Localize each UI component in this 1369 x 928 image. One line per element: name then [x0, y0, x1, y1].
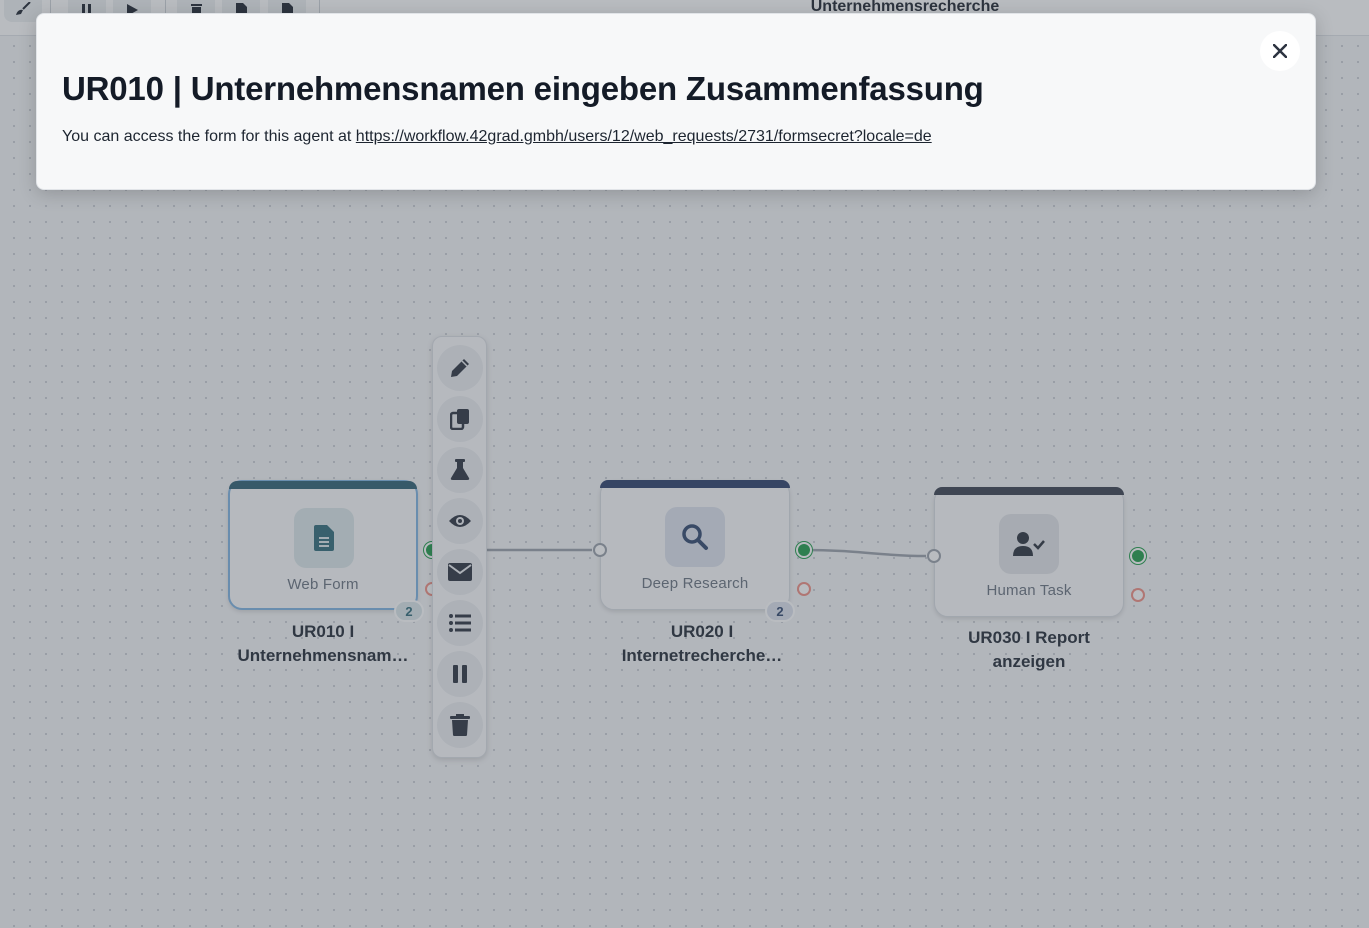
- node-label-line: Unternehmensnam…: [237, 646, 409, 665]
- toolbar-divider: [165, 0, 166, 16]
- pause-icon[interactable]: [437, 651, 483, 697]
- close-button[interactable]: [1260, 31, 1300, 71]
- form-link[interactable]: https://workflow.42grad.gmbh/users/12/we…: [355, 128, 932, 145]
- node-label-line: UR020 I: [670, 622, 734, 641]
- node-badge: 2: [394, 600, 424, 622]
- success-port[interactable]: [1130, 548, 1146, 564]
- node-ur030[interactable]: Human Task: [934, 487, 1124, 617]
- node-label-line: UR030 I Report: [968, 628, 1090, 647]
- error-port[interactable]: [797, 582, 811, 596]
- eye-icon[interactable]: [437, 498, 483, 544]
- node-badge: 2: [765, 600, 795, 622]
- error-port[interactable]: [1131, 588, 1145, 602]
- summary-modal: UR010 | Unternehmensnamen eingeben Zusam…: [36, 13, 1316, 190]
- edge-ur020-ur030: [803, 548, 927, 558]
- node-action-bar: [432, 336, 487, 758]
- user-check-icon: [999, 514, 1059, 574]
- node-accent-bar: [934, 487, 1124, 495]
- node-accent-bar: [600, 480, 790, 488]
- toolbar-divider: [319, 0, 320, 16]
- node-kind: Web Form: [287, 576, 359, 593]
- list-icon[interactable]: [437, 600, 483, 646]
- input-port[interactable]: [927, 549, 941, 563]
- node-kind: Human Task: [986, 582, 1072, 599]
- envelope-icon[interactable]: [437, 549, 483, 595]
- node-label-line: Internetrecherche…: [621, 646, 783, 665]
- pencil-icon[interactable]: [437, 345, 483, 391]
- modal-text: You can access the form for this agent a…: [62, 128, 932, 146]
- magnifier-icon: [665, 507, 725, 567]
- modal-text-prefix: You can access the form for this agent a…: [62, 128, 356, 145]
- node-label-line: UR010 I: [291, 622, 355, 641]
- input-port[interactable]: [593, 543, 607, 557]
- trash-icon[interactable]: [437, 702, 483, 748]
- success-port[interactable]: [796, 542, 812, 558]
- file-lines-icon: [294, 508, 354, 568]
- close-icon: [1273, 44, 1287, 58]
- toolbar-divider: [50, 0, 51, 16]
- node-label-ur010: UR010 I Unternehmensnam…: [213, 620, 433, 668]
- broom-icon[interactable]: [4, 0, 42, 22]
- modal-title: UR010 | Unternehmensnamen eingeben Zusam…: [62, 70, 984, 107]
- node-accent-bar: [229, 481, 417, 489]
- flask-icon[interactable]: [437, 447, 483, 493]
- node-kind: Deep Research: [641, 575, 749, 592]
- node-ur020[interactable]: Deep Research: [600, 480, 790, 610]
- node-label-line: anzeigen: [992, 652, 1066, 671]
- copy-icon[interactable]: [437, 396, 483, 442]
- workflow-canvas[interactable]: Web Form 2 UR010 I Unternehmensnam… Deep…: [0, 36, 1369, 928]
- node-label-ur030: UR030 I Report anzeigen: [919, 626, 1139, 674]
- node-ur010[interactable]: Web Form: [228, 480, 418, 610]
- workflow-title: Unternehmensrecherche: [810, 0, 1000, 15]
- node-label-ur020: UR020 I Internetrecherche…: [592, 620, 812, 668]
